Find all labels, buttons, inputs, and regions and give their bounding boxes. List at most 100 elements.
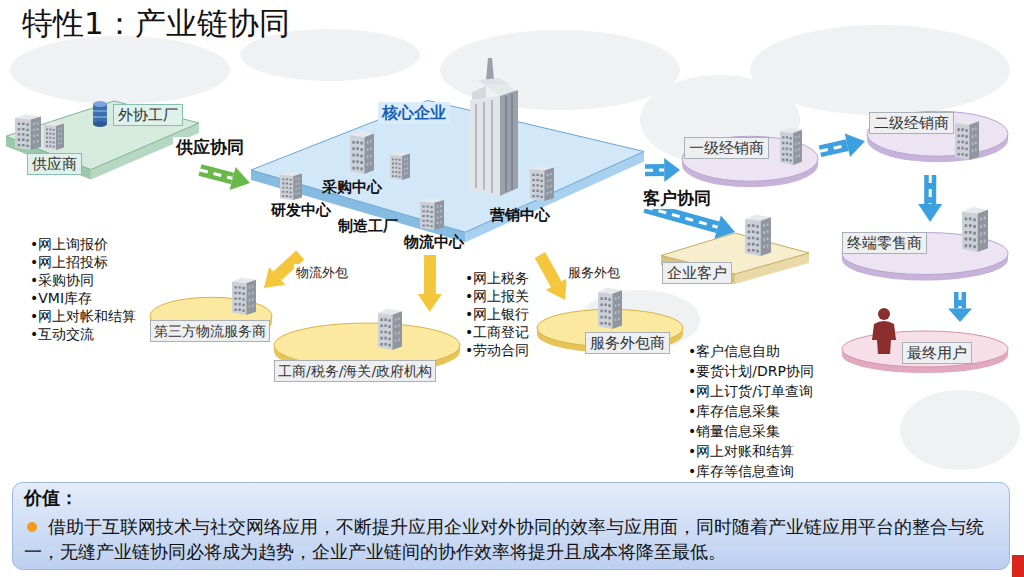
text-holder: 物流中心 [403,232,465,252]
text-holder: •采购协同 [30,270,94,289]
list-item: •销量信息采集 [688,422,780,440]
person-icon [872,308,896,354]
edge-label: 物流外包 [294,264,350,281]
flow-arrow [820,133,865,157]
page-tab [1012,555,1024,577]
text-holder: 服务外包 [566,262,622,281]
text-holder: 第三方物流服务商 [150,320,270,342]
text-holder: •网上税务 [465,268,529,287]
department-label: 制造工厂 [337,216,400,237]
text-holder: •互动交流 [30,324,94,343]
text-holder: 价值： [24,486,78,510]
text-holder: 一级经销商 [684,137,769,159]
text-holder: •销量信息采集 [688,421,780,440]
customer-platform: 企业客户 [660,232,810,294]
flow-arrow [645,207,735,239]
list-item: •客户信息自助 [688,342,780,360]
node-label: 物流中心 [403,233,465,252]
partner-disc: 工商/税务/海关/政府机构 [272,312,462,386]
node-label: 企业客户 [662,262,732,284]
flow-arrow [918,175,942,222]
list-item: •网上银行 [465,305,529,323]
text-holder: 工商/税务/海关/政府机构 [274,360,436,382]
page-title: 特性1：产业链协同 [22,4,290,42]
list-item: •网上对帐和结算 [30,307,136,325]
flow-arrow [948,292,972,322]
node-label: 工商/税务/海关/政府机构 [274,360,436,382]
node-label: 供应商 [27,153,82,175]
text-holder: 终端零售商 [842,232,927,254]
text-holder: 借助于互联网技术与社交网络应用，不断提升应用企业对外协同的效率与应用面，同时随着… [24,514,996,564]
text-holder: •网上询报价 [30,234,108,253]
text-holder: 客户协同 [640,188,714,209]
node-label: 采购中心 [321,178,383,197]
database-icon [93,101,107,127]
text-holder: •网上报关 [465,286,529,305]
text-holder: •库存等信息查询 [688,461,794,480]
department-label: 营销中心 [489,205,552,226]
edge-label: 服务外包 [566,264,622,281]
node-label: 服务外包商 [585,332,670,354]
text-holder: 采购中心 [321,177,383,197]
text-holder: 物流外包 [294,262,350,281]
core-platform: 核心企业采购中心研发中心制造工厂物流中心 营销中心 [250,95,645,255]
value-panel: 价值： 借助于互联网技术与社交网络应用，不断提升应用企业对外协同的效率与应用面，同… [12,482,1010,570]
node-label: 第三方物流服务商 [150,320,270,342]
list-item: •库存信息采集 [688,402,780,420]
channel-disc: 二级经销商 [865,100,1010,175]
department-label: 采购中心 [321,177,384,198]
edge-label: 供应协同 [173,137,247,158]
text-holder: 供应商 [27,153,82,175]
text-holder: •工商登记 [465,322,529,341]
text-holder: •VMI库存 [30,288,92,307]
node-label: 制造工厂 [337,217,399,236]
text-holder: 二级经销商 [869,112,954,134]
panel-heading: 价值： [24,486,78,510]
text-holder: 最终用户 [902,342,972,364]
list-item: •工商登记 [465,323,529,341]
text-holder: 研发中心 [270,200,332,220]
text-holder: 核心企业 [378,102,450,124]
department-label: 研发中心 [270,200,333,221]
text-holder: 制造工厂 [337,216,399,236]
flow-arrow [418,255,442,312]
flow-arrow [200,167,250,190]
list-item: •网上招投标 [30,253,108,271]
node-label: 营销中心 [489,206,551,225]
node-label: 终端零售商 [842,232,927,254]
node-label: 外协工厂 [113,104,183,126]
list-item: •网上对账和结算 [688,442,794,460]
list-item: •劳动合同 [465,341,529,359]
flow-arrow [540,255,567,300]
text-holder: 服务外包商 [585,332,670,354]
panel-body: 借助于互联网技术与社交网络应用，不断提升应用企业对外协同的效率与应用面，同时随着… [24,514,996,564]
text-holder: •库存信息采集 [688,401,780,420]
list-item: •采购协同 [30,271,94,289]
node-label: 研发中心 [270,201,332,220]
text-holder: •劳动合同 [465,340,529,359]
text-holder: 营销中心 [489,205,551,225]
list-item: •库存等信息查询 [688,462,794,480]
list-item: •互动交流 [30,325,94,343]
list-item: •网上询报价 [30,235,108,253]
node-label: 核心企业 [378,102,450,124]
flow-arrow [645,158,680,182]
list-item: •要货计划/DRP协同 [688,362,814,380]
text-holder: •要货计划/DRP协同 [688,361,814,380]
edge-label: 客户协同 [640,188,714,209]
text-holder: •网上银行 [465,304,529,323]
text-holder: 企业客户 [662,262,732,284]
list-item: •网上税务 [465,269,529,287]
text-holder: 特性1：产业链协同 [22,4,290,42]
text-holder: •网上对帐和结算 [30,306,136,325]
core-tower [470,58,518,196]
department-label: 物流中心 [403,232,466,253]
text-holder: 外协工厂 [113,104,183,126]
node-label: 二级经销商 [869,112,954,134]
text-holder: •网上订货/订单查询 [688,381,813,400]
list-item: •VMI库存 [30,289,92,307]
list-item: •网上订货/订单查询 [688,382,813,400]
text-holder: •网上招投标 [30,252,108,271]
node-label: 最终用户 [902,342,972,364]
